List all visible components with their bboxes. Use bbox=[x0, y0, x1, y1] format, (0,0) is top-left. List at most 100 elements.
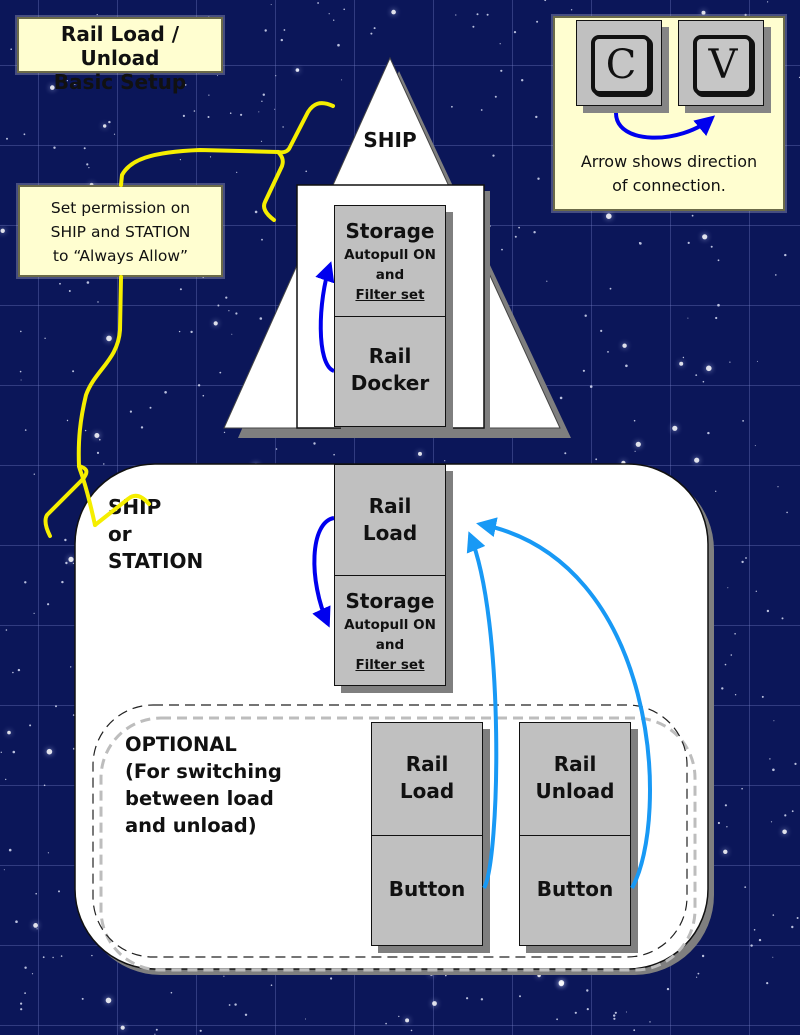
star bbox=[17, 668, 21, 672]
star bbox=[781, 617, 784, 620]
copy-key-tile: C bbox=[576, 20, 662, 106]
star bbox=[769, 758, 771, 760]
star bbox=[724, 663, 727, 666]
star bbox=[208, 94, 210, 96]
star bbox=[207, 116, 210, 118]
star bbox=[59, 282, 61, 285]
star bbox=[223, 975, 225, 977]
star bbox=[625, 364, 628, 368]
star bbox=[170, 991, 173, 994]
star bbox=[672, 425, 678, 431]
star bbox=[50, 85, 55, 90]
star bbox=[231, 333, 233, 335]
star bbox=[328, 13, 330, 15]
star bbox=[766, 609, 770, 613]
star bbox=[64, 538, 67, 542]
station-label-line-1: SHIP bbox=[108, 495, 162, 519]
star bbox=[772, 768, 775, 772]
star bbox=[600, 329, 603, 332]
star bbox=[7, 730, 11, 735]
star bbox=[10, 48, 12, 50]
star bbox=[391, 9, 396, 15]
star bbox=[228, 310, 230, 312]
station-rail-load-line-1: Rail bbox=[368, 494, 412, 518]
unload-button[interactable]: Button bbox=[520, 835, 630, 947]
star bbox=[444, 460, 446, 462]
star bbox=[164, 391, 167, 394]
star bbox=[770, 821, 773, 823]
star bbox=[275, 448, 278, 450]
star bbox=[625, 1011, 627, 1013]
star bbox=[260, 140, 263, 142]
star bbox=[42, 956, 45, 959]
star bbox=[35, 892, 37, 895]
star bbox=[476, 13, 479, 16]
star bbox=[758, 938, 762, 942]
star bbox=[679, 361, 684, 366]
star bbox=[622, 343, 627, 348]
star bbox=[544, 0, 547, 2]
star bbox=[410, 1029, 413, 1032]
star bbox=[734, 633, 736, 635]
star bbox=[3, 869, 5, 871]
star bbox=[244, 1013, 248, 1016]
star bbox=[31, 973, 34, 975]
star bbox=[193, 110, 196, 112]
legend-caption-line-2: of connection. bbox=[612, 176, 726, 195]
star bbox=[559, 396, 563, 400]
star bbox=[745, 557, 747, 559]
star bbox=[317, 2, 319, 4]
star bbox=[754, 445, 756, 447]
star bbox=[55, 705, 57, 708]
star bbox=[724, 804, 728, 807]
star bbox=[19, 370, 22, 373]
star bbox=[20, 330, 22, 333]
star bbox=[521, 79, 524, 82]
star bbox=[564, 452, 567, 455]
star bbox=[275, 75, 277, 77]
star bbox=[72, 714, 75, 716]
star bbox=[120, 1025, 125, 1030]
station-label-line-3: STATION bbox=[108, 549, 204, 573]
star bbox=[480, 998, 484, 1001]
optional-unload-block: Rail Unload Button bbox=[519, 722, 631, 946]
star bbox=[15, 920, 18, 923]
star bbox=[518, 226, 520, 229]
star bbox=[734, 694, 737, 696]
star bbox=[513, 30, 517, 34]
star bbox=[20, 379, 22, 381]
star bbox=[472, 25, 475, 28]
ship-storage-line-2: and bbox=[375, 267, 405, 283]
star bbox=[73, 82, 76, 85]
star bbox=[385, 1022, 387, 1025]
star bbox=[398, 1015, 400, 1018]
star bbox=[519, 995, 521, 998]
station-label-line-2: or bbox=[108, 522, 132, 546]
star bbox=[259, 317, 263, 320]
load-button[interactable]: Button bbox=[372, 835, 482, 947]
star bbox=[24, 581, 27, 584]
legend-caption: Arrow shows direction of connection. bbox=[555, 150, 783, 198]
star bbox=[694, 457, 700, 463]
star bbox=[86, 163, 89, 166]
star bbox=[721, 687, 724, 690]
star bbox=[687, 317, 689, 319]
star bbox=[305, 170, 308, 173]
star bbox=[786, 511, 788, 514]
star bbox=[333, 19, 335, 21]
star bbox=[501, 248, 503, 251]
star bbox=[486, 13, 489, 16]
permission-note-line-1: Set permission on bbox=[50, 199, 191, 217]
star bbox=[58, 890, 60, 893]
star bbox=[444, 974, 447, 977]
star bbox=[197, 384, 201, 387]
star bbox=[305, 1018, 306, 1020]
star bbox=[258, 111, 260, 113]
star bbox=[702, 380, 705, 383]
star bbox=[182, 114, 185, 117]
star bbox=[66, 80, 68, 82]
optional-label-line-3: between load bbox=[125, 787, 274, 810]
star bbox=[47, 603, 50, 606]
star bbox=[254, 210, 258, 214]
optional-label-line-4: and unload) bbox=[125, 814, 257, 837]
